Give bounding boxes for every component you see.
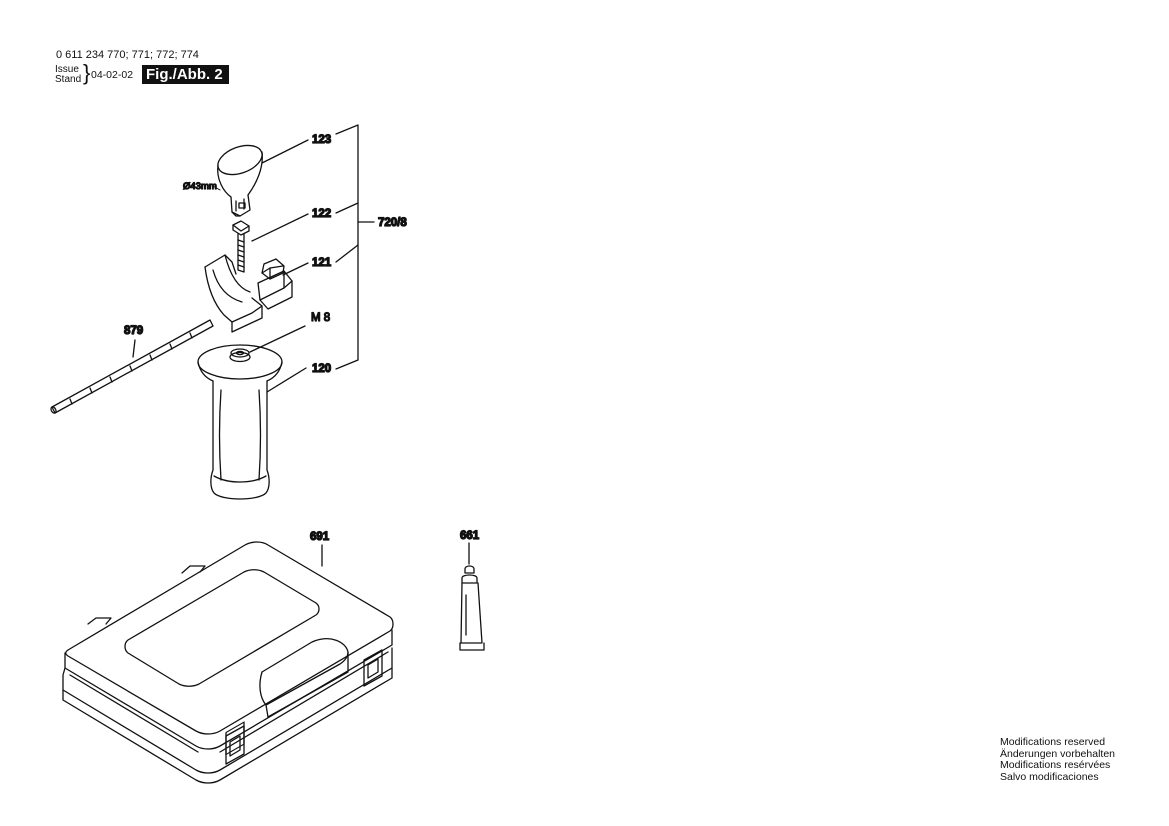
clamp-screw-122 — [232, 220, 250, 273]
handle-holder-121 — [204, 254, 293, 333]
callout-m8: M 8 — [311, 312, 330, 324]
callout-121: 121 — [312, 257, 332, 269]
figure-label: Fig./Abb. 2 — [142, 65, 229, 84]
issue-date: 04-02-02 — [91, 69, 134, 81]
part-numbers: 0 611 234 770; 771; 772; 774 — [56, 49, 199, 61]
clamp-band-123 — [217, 144, 263, 217]
modifications-line-es: Salvo modificaciones — [1000, 770, 1099, 783]
assembly-bracket — [335, 124, 375, 370]
modifications-notice: Modifications reserved Änderungen vorbeh… — [1000, 736, 1116, 783]
modifications-line-en: Modifications reserved — [1000, 736, 1106, 748]
modifications-line-fr: Modifications resérvées — [1000, 759, 1111, 771]
callout-661: 661 — [460, 530, 480, 542]
callout-691: 691 — [310, 531, 330, 543]
auxiliary-handle-120 — [197, 344, 283, 500]
grease-tube-661 — [459, 565, 485, 651]
depth-stop-rod-879 — [50, 319, 214, 414]
callout-123: 123 — [312, 134, 331, 146]
callout-879: 879 — [124, 325, 143, 337]
carrying-case-691 — [62, 541, 394, 784]
issue-stand-label: Issue Stand — [55, 65, 81, 85]
callout-720-8: 720/8 — [378, 217, 407, 229]
stand-label: Stand — [55, 74, 82, 85]
issue-label: Issue — [55, 64, 79, 75]
modifications-line-de: Änderungen vorbehalten — [1000, 747, 1116, 760]
callout-120: 120 — [312, 363, 331, 375]
leader-lines — [132, 139, 470, 567]
brace-glyph: } — [83, 60, 91, 85]
diameter-label: Ø43mm — [183, 181, 217, 192]
callout-122: 122 — [312, 208, 331, 220]
